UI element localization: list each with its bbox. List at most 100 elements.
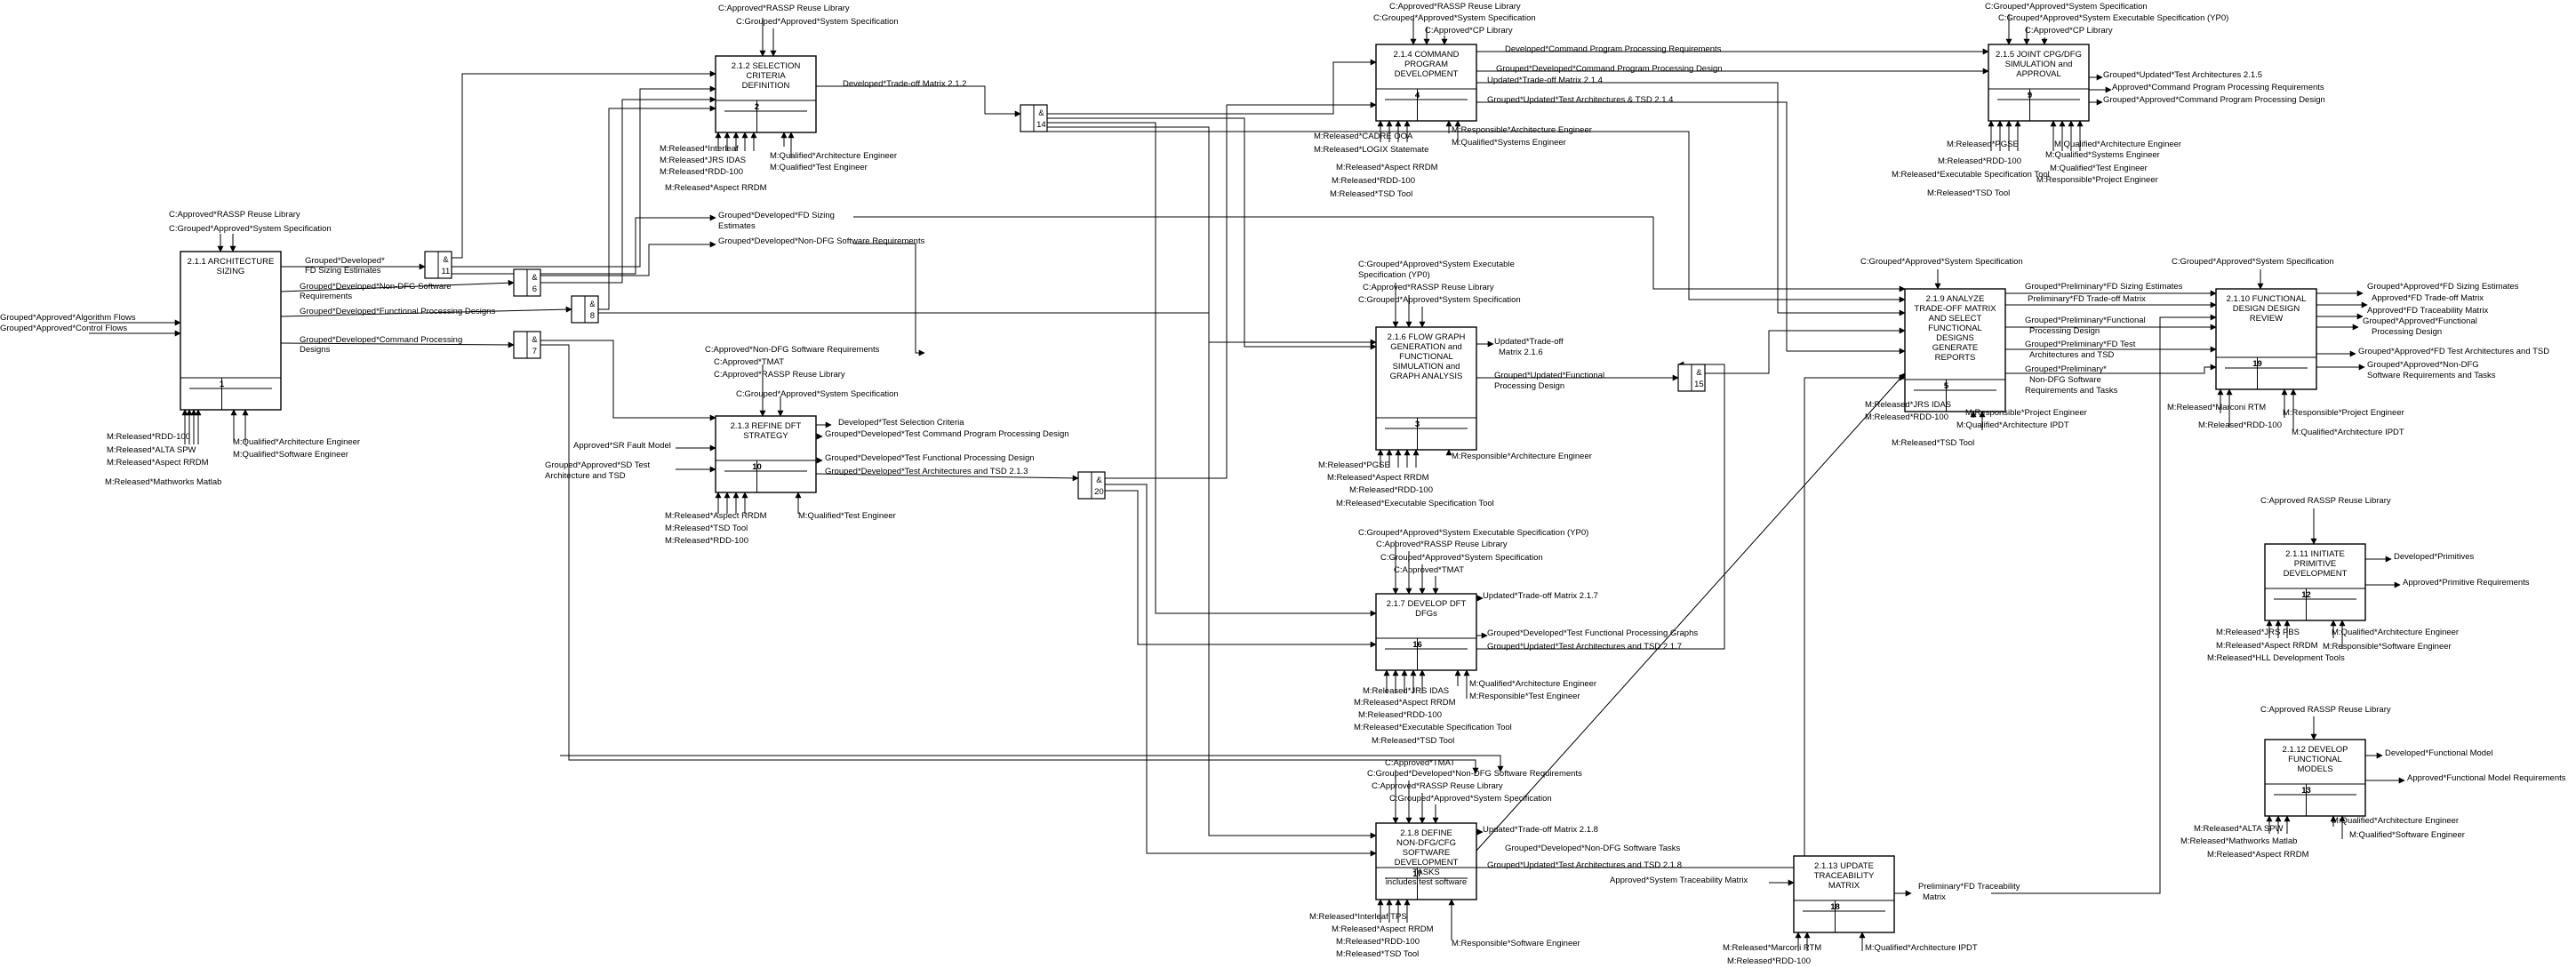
connector	[853, 216, 1906, 292]
arrow-label-a216-m3: M:Released*RDD-100	[1349, 485, 1433, 495]
arrow-label-a218-o1: Updated*Trade-off Matrix 2.1.8	[1483, 825, 1598, 835]
arrow-label-mid-1b: Estimates	[718, 221, 756, 231]
arrow-label-a219-o4: Grouped*Preliminary*FD Test	[2025, 340, 2136, 349]
arrow-label-a2110-c1: C:Grouped*Approved*System Specification	[2172, 257, 2334, 267]
arrow-label-a211-i1: Grouped*Approved*Algorithm Flows	[0, 313, 136, 323]
connector	[540, 96, 716, 284]
connector	[280, 279, 515, 292]
junction-7: &7	[513, 331, 541, 359]
connector	[1047, 117, 1377, 350]
arrow-label-a211-o4b: Designs	[300, 345, 331, 355]
activity-title-line: 2.1.10 FUNCTIONAL	[2227, 294, 2307, 304]
arrow-label-a2113-m1: M:Released*Marconi RTM	[1723, 943, 1821, 953]
arrow-label-a212-m1: M:Released*Interleaf	[660, 144, 739, 154]
arrow-label-a2110-m3: M:Responsible*Project Engineer	[2283, 408, 2404, 418]
activity-number: 18	[1830, 902, 1840, 912]
activity-title-line: GENERATION and	[1390, 342, 1462, 352]
arrow-label-a2112-m5: M:Qualified*Software Engineer	[2349, 830, 2465, 840]
arrow-label-a212-m3: M:Released*RDD-100	[660, 167, 743, 177]
activity-title-line: DESIGNS	[1936, 333, 1974, 343]
arrow-label-a2112-o1: Developed*Functional Model	[2385, 748, 2492, 758]
arrow-label-a217-m7: M:Responsible*Test Engineer	[1469, 692, 1580, 701]
arrow-label-a214-o2: Grouped*Developed*Command Program Proces…	[1496, 64, 1723, 74]
arrow-label-a216-o2b: Processing Design	[1494, 381, 1564, 391]
arrow-label-a217-m5: M:Released*TSD Tool	[1372, 736, 1454, 746]
arrow-label-a211-i2: Grouped*Approved*Control Flows	[0, 324, 127, 333]
arrow-label-a2110-o3: Approved*FD Traceability Matrix	[2367, 306, 2488, 316]
connector	[280, 306, 572, 317]
arrow-label-a219-o5: Grouped*Preliminary*	[2025, 364, 2107, 374]
activity-title-line: 2.1.2 SELECTION	[732, 61, 801, 71]
arrow-label-mid-1: Grouped*Developed*FD Sizing	[718, 211, 835, 220]
arrow-label-a214-m2: M:Released*LOGIX Statemate	[1314, 145, 1428, 155]
arrow-label-a216-m1: M:Released*PGSE	[1318, 460, 1390, 470]
arrow-label-a2111-o2: Approved*Primitive Requirements	[2403, 578, 2530, 588]
arrow-label-a215-m3: M:Released*Executable Specification Tool	[1892, 170, 2050, 180]
activity-title-line: STRATEGY	[743, 431, 788, 441]
arrow-label-a213-o1: Developed*Test Selection Criteria	[838, 418, 964, 428]
activity-title-line: AND SELECT	[1929, 314, 1982, 324]
arrow-label-a215-m5: M:Qualified*Architecture Engineer	[2054, 140, 2181, 149]
arrow-label-a2112-m1: M:Released*ALTA SPW	[2194, 824, 2284, 834]
arrow-label-a211-o2: Grouped*Developed*Non-DFG Software	[300, 282, 452, 292]
arrow-label-a213-m4: M:Qualified*Test Engineer	[798, 511, 896, 521]
arrow-label-a217-m3: M:Released*RDD-100	[1358, 710, 1442, 720]
junction-number: 7	[532, 347, 537, 356]
arrow-label-a2112-m3: M:Released*Aspect RRDM	[2207, 850, 2309, 860]
activity-number: 10	[752, 462, 762, 472]
arrow-label-a214-o4: Grouped*Updated*Test Architectures & TSD…	[1487, 95, 1673, 105]
activity-title-line: DEVELOPMENT	[2284, 569, 2348, 579]
activity-number: 2	[755, 102, 759, 112]
arrow-label-a213-m3: M:Released*RDD-100	[665, 536, 748, 546]
arrow-label-a219-o5c: Requirements and Tasks	[2025, 386, 2118, 396]
activity-number: 4	[1415, 91, 1420, 100]
connector	[452, 70, 716, 259]
arrow-label-a213-i2: Grouped*Approved*SD Test	[545, 460, 650, 470]
connector	[815, 473, 1079, 482]
activity-title-line: PROGRAM	[1404, 60, 1448, 69]
connector	[1105, 101, 1377, 479]
arrow-label-a219-m4: M:Responsible*Project Engineer	[1965, 408, 2087, 418]
arrow-label-a219-o4b: Architectures and TSD	[2029, 350, 2115, 360]
activity-title-line: SIZING	[217, 267, 245, 276]
arrow-label-a218-m5: M:Responsible*Software Engineer	[1452, 939, 1580, 948]
arrow-label-a217-c2: C:Approved*RASSP Reuse Library	[1376, 540, 1508, 549]
activity-title-line: TRADE-OFF MATRIX	[1914, 304, 1996, 314]
arrow-label-a215-m7: M:Qualified*Test Engineer	[2050, 164, 2148, 173]
arrow-label-a213-c2: C:Approved*TMAT	[714, 357, 784, 367]
arrow-label-a219-o3b: Processing Design	[2029, 326, 2100, 336]
activity-number: 16	[1412, 640, 1422, 650]
connector-lines	[89, 14, 2405, 951]
arrow-label-a2113-m2: M:Released*RDD-100	[1727, 956, 1811, 966]
arrow-label-a218-m3: M:Released*RDD-100	[1336, 937, 1420, 947]
activity-number: 1	[220, 380, 225, 389]
arrow-label-a2111-m1: M:Released*JRS PBS	[2216, 628, 2300, 637]
arrow-label-a216-o1b: Matrix 2.1.6	[1499, 348, 1543, 357]
activity-title-line: NON-DFG/CFG	[1396, 838, 1456, 848]
arrow-label-a211-o1b: FD Sizing Estimates	[305, 266, 381, 276]
arrow-label-a216-o2: Grouped*Updated*Functional	[1494, 371, 1604, 380]
arrow-label-a214-m4: M:Released*RDD-100	[1332, 176, 1415, 186]
activity-number: 13	[2301, 786, 2311, 796]
arrow-label-a218-c3: C:Approved*RASSP Reuse Library	[1372, 781, 1503, 791]
junction-8: &8	[571, 295, 599, 324]
arrow-label-a219-c1: C:Grouped*Approved*System Specification	[1860, 257, 2023, 267]
arrow-label-a217-c4: C:Approved*TMAT	[1394, 565, 1464, 575]
arrow-label-a215-c1: C:Grouped*Approved*System Specification	[1985, 2, 2148, 12]
activity-title-line: FUNCTIONAL	[1399, 352, 1453, 362]
junction-boxes: &11&6&8&7&14&20&15	[424, 104, 1706, 500]
activity-title-line: MATRIX	[1828, 881, 1860, 891]
arrow-label-a216-c2: C:Approved*RASSP Reuse Library	[1363, 283, 1494, 292]
connector	[560, 755, 1504, 772]
junction-number: 8	[590, 311, 595, 321]
arrow-label-a213-c4: C:Grouped*Approved*System Specification	[736, 389, 899, 399]
arrow-label-a215-m6: M:Qualified*Systems Engineer	[2045, 150, 2160, 160]
